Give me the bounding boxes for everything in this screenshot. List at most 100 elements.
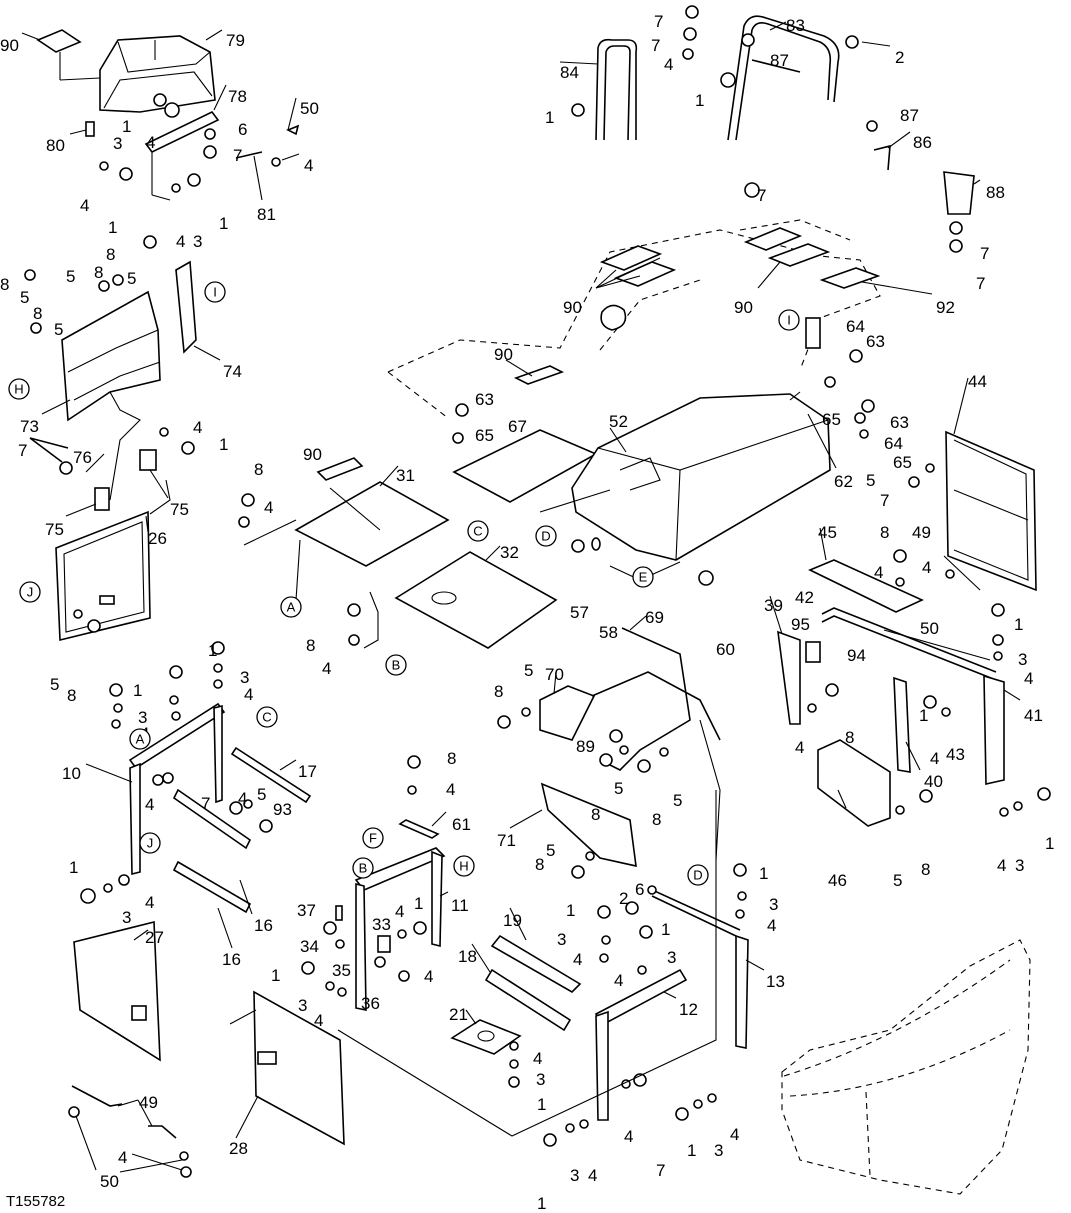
latch-I [805,317,821,349]
callout-3: 3 [138,708,147,727]
rail-18 [484,968,572,1032]
callout-7: 7 [651,36,660,55]
callout-89: 89 [576,737,595,756]
callout-4: 4 [730,1125,739,1144]
clip-95 [805,641,821,663]
callout-5: 5 [524,661,533,680]
floor-plate-32 [394,551,558,649]
callout-90: 90 [303,445,322,464]
frame-11-post-right [431,850,443,948]
callout-39: 39 [764,596,783,615]
callout-4: 4 [533,1049,542,1068]
callout-44: 44 [968,372,987,391]
callout-76: 76 [73,448,92,467]
callout-8: 8 [591,805,600,824]
callout-63: 63 [475,390,494,409]
callout-8: 8 [447,749,456,768]
callout-90: 90 [0,36,19,55]
callout-8: 8 [94,263,103,282]
callout-3: 3 [122,908,131,927]
callout-1: 1 [69,858,78,877]
ref-letter: A [136,732,145,747]
callout-3: 3 [1015,856,1024,875]
bracket-74 [175,260,197,354]
callout-4: 4 [664,55,673,74]
ref-letter: F [369,831,377,846]
callout-49: 49 [912,523,931,542]
callout-8: 8 [33,304,42,323]
callout-3: 3 [557,930,566,949]
callout-8: 8 [494,682,503,701]
ref-letter: J [147,836,154,851]
callout-74: 74 [223,362,242,381]
callout-5: 5 [54,320,63,339]
callout-43: 43 [946,745,965,764]
callout-75: 75 [170,500,189,519]
roll-bar-83 [727,15,840,141]
callout-63: 63 [890,413,909,432]
guard-46 [817,739,891,827]
callout-4: 4 [395,902,404,921]
ref-letter: H [459,859,468,874]
frame-11-post-left [355,882,367,1011]
callout-8: 8 [652,810,661,829]
frame-rail-10 [128,702,226,770]
callout-4: 4 [176,232,185,251]
callout-21: 21 [449,1005,468,1024]
callout-3: 3 [240,668,249,687]
callout-88: 88 [986,183,1005,202]
callout-1: 1 [919,706,928,725]
callout-41: 41 [1024,706,1043,725]
callout-64: 64 [884,434,903,453]
callout-3: 3 [193,232,202,251]
ref-circle-A: A [129,728,151,750]
callout-86: 86 [913,133,932,152]
callout-7: 7 [976,274,985,293]
knob [600,304,627,331]
bracket-71 [540,782,637,868]
callout-60: 60 [716,640,735,659]
ref-circle-I: I [204,281,226,303]
callout-7: 7 [656,1161,665,1180]
callout-3: 3 [1018,650,1027,669]
callout-65: 65 [822,410,841,429]
callout-31: 31 [396,466,415,485]
ref-letter: C [473,524,482,539]
ref-letter: D [693,868,702,883]
callout-65: 65 [893,453,912,472]
callout-1: 1 [537,1095,546,1114]
ref-letter: A [287,600,296,615]
callout-7: 7 [980,244,989,263]
callout-83: 83 [786,16,805,35]
callout-28: 28 [229,1139,248,1158]
callout-4: 4 [446,780,455,799]
panel-73 [61,290,161,422]
callout-7: 7 [201,794,210,813]
callout-5: 5 [614,779,623,798]
callout-7: 7 [654,12,663,31]
callout-42: 42 [795,588,814,607]
callout-35: 35 [332,961,351,980]
callout-4: 4 [304,156,313,175]
callout-4: 4 [193,418,202,437]
ref-circle-D: D [535,525,557,547]
ref-letter: H [14,382,23,397]
callout-4: 4 [424,967,433,986]
callout-8: 8 [880,523,889,542]
callout-1: 1 [687,1141,696,1160]
callout-7: 7 [880,491,889,510]
callout-57: 57 [570,603,589,622]
callout-84: 84 [560,63,579,82]
callout-33: 33 [372,915,391,934]
callout-90: 90 [734,298,753,317]
callout-4: 4 [573,950,582,969]
mat-90-d [767,243,831,267]
callout-8: 8 [921,860,930,879]
ref-circle-C: C [467,520,489,542]
callout-63: 63 [866,332,885,351]
tunnel-cover-52 [571,393,831,561]
callout-5: 5 [20,288,29,307]
door-26 [55,510,151,642]
figure-id: T155782 [6,1193,65,1210]
